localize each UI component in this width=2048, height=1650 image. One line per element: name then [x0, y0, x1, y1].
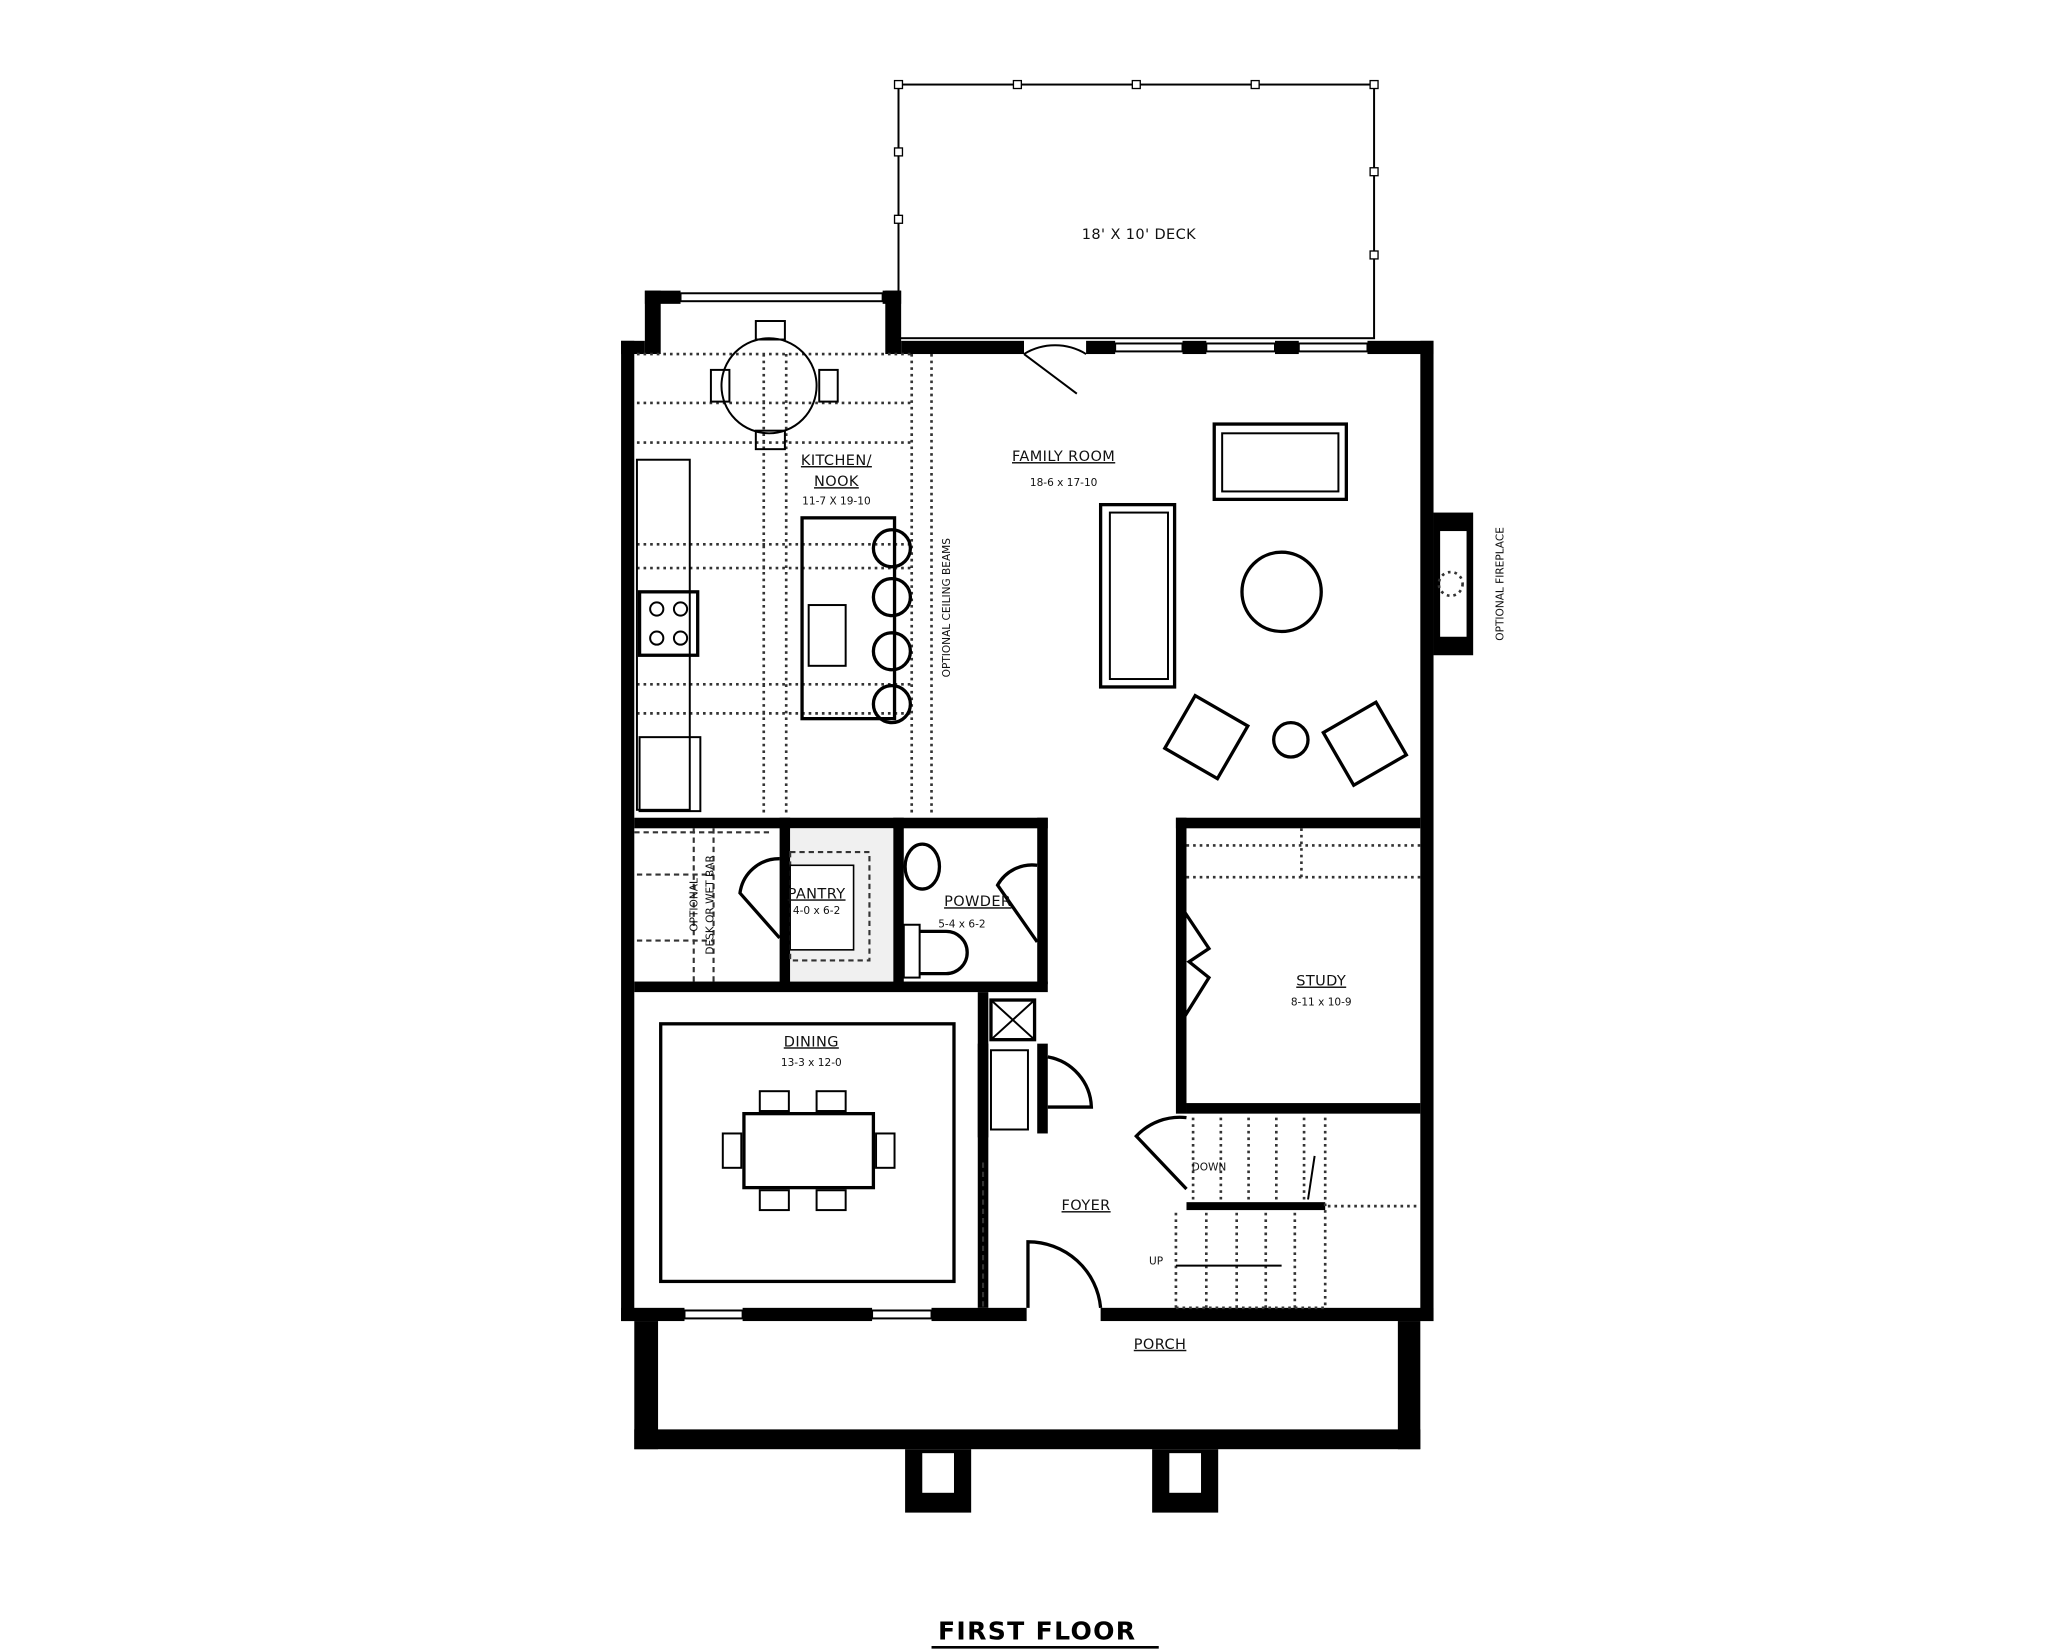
dining: DINING 13-3 x 12-0 [659, 1022, 985, 1308]
deck: 18' X 10' DECK [893, 79, 1379, 340]
closet [989, 998, 1094, 1131]
foyer-stairs: FOYER DOWN UP [1026, 1115, 1421, 1310]
porch: PORCH [634, 1321, 1421, 1513]
kitchen-size: 11-7 X 19-10 [802, 496, 871, 508]
family-room: FAMILY ROOM 18-6 x 17-10 [1012, 344, 1409, 788]
pantry-name: PANTRY [788, 886, 846, 902]
porch-name: PORCH [1134, 1337, 1187, 1353]
powder-room: POWDER 5-4 x 6-2 [902, 842, 1039, 979]
family-room-size: 18-6 x 17-10 [1030, 477, 1098, 489]
ceiling-beams-note: OPTIONAL CEILING BEAMS [941, 538, 953, 678]
stairs-down-label: DOWN [1192, 1161, 1227, 1173]
study-size: 8-11 x 10-9 [1291, 996, 1352, 1008]
kitchen-name-2: NOOK [814, 474, 859, 490]
exterior-walls [621, 290, 1474, 1322]
dining-name: DINING [784, 1034, 839, 1050]
dining-size: 13-3 x 12-0 [781, 1057, 842, 1069]
plan-title: FIRST FLOOR [938, 1616, 1136, 1645]
stairs-up-label: UP [1149, 1255, 1163, 1267]
pantry-size: 4-0 x 6-2 [793, 905, 840, 917]
powder-size: 5-4 x 6-2 [938, 918, 985, 930]
study: STUDY 8-11 x 10-9 [1181, 828, 1421, 1021]
kitchen-name-1: KITCHEN/ [801, 453, 872, 469]
pantry: PANTRY 4-0 x 6-2 [738, 828, 894, 982]
desk-note-2: DESK OR WET BAR [705, 855, 717, 955]
fireplace-note: OPTIONAL FIREPLACE [1495, 527, 1507, 641]
study-name: STUDY [1296, 974, 1346, 990]
family-room-name: FAMILY ROOM [1012, 449, 1115, 465]
kitchen: KITCHEN/ NOOK 11-7 X 19-10 [635, 320, 933, 813]
powder-name: POWDER [944, 894, 1011, 910]
optional-desk-area: OPTIONAL DESK OR WET BAR [634, 828, 773, 985]
deck-label: 18' X 10' DECK [1082, 227, 1196, 243]
foyer-name: FOYER [1062, 1198, 1111, 1214]
desk-note-1: OPTIONAL [689, 878, 701, 932]
